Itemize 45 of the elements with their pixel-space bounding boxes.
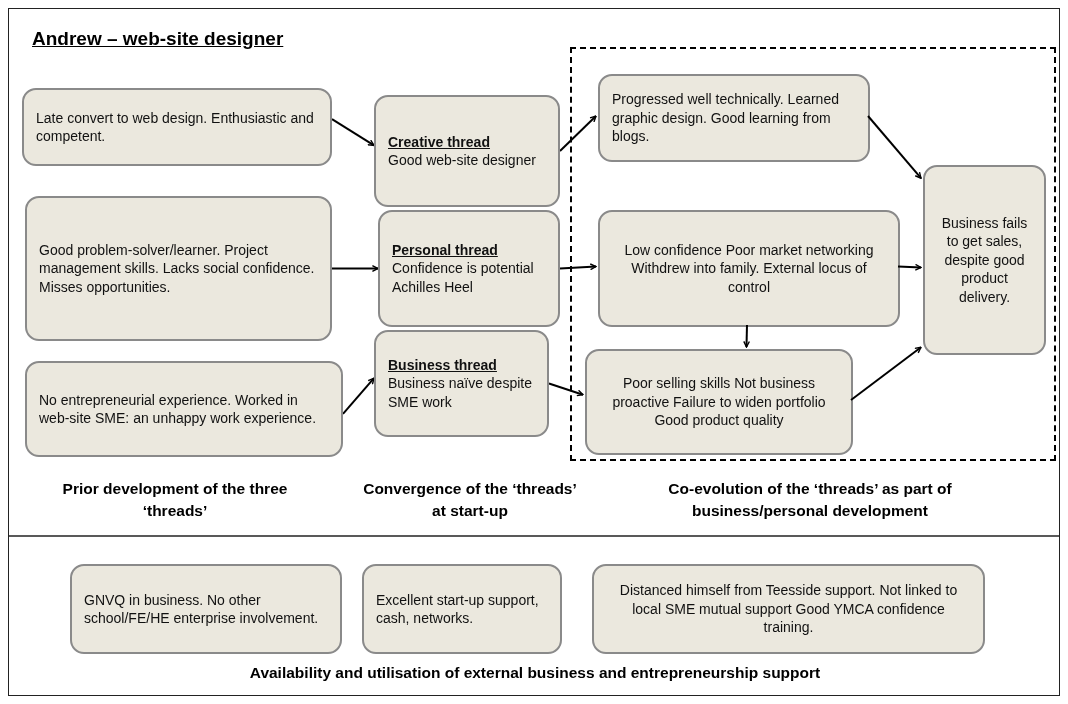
dashed-frame [570,47,1056,461]
box-text: Excellent start-up support, cash, networks. [376,590,540,628]
box-heading: Business thread [388,355,498,375]
arrow [850,346,922,401]
box-heading: Creative thread [388,132,491,151]
rounded-box [22,88,332,166]
rounded-box [25,196,332,341]
arrow [331,265,379,272]
arrow [342,377,375,415]
rounded-box [598,74,870,162]
box-text: GNVQ in business. No other school/FE/HE enterprise involvement. [84,590,320,628]
rounded-box [592,564,985,654]
column-caption: Co-evolution of the ‘threads’ as part of business/personal development [667,479,953,521]
arrow [867,115,922,180]
rounded-box [923,165,1046,355]
box-text: No entrepreneurial experience. Worked in web-site SME: an unhappy work experience. [39,390,318,428]
box-text: Low confidence Poor market networking Withdrew into family. External locus of control [623,240,875,297]
arrow [743,324,751,348]
box-text: Good web-site designer [388,151,537,170]
box-text: Progressed well technically. Learned graphic design. Good learning from blogs. [612,90,840,146]
rounded-box [374,95,560,207]
box-text: Poor selling skills Not business proactive Failure to widen portfolio Good product quality [611,374,827,430]
box-text: Late convert to web design. Enthusiastic and competent. [36,108,315,146]
arrow [548,382,584,397]
rounded-box [25,361,343,457]
diagram-title: Andrew – web-site designer [32,28,284,50]
rounded-box [374,330,549,437]
arrow [559,115,597,152]
column-caption: Prior development of the three ‘threads’ [61,479,289,521]
rounded-box [598,210,900,327]
box-text: Business naïve despite SME work [388,374,533,412]
arrow [897,263,922,271]
box-text: Confidence is potential Achilles Heel [392,259,535,297]
arrow [559,263,597,271]
box-text: Distanced himself from Teesside support. Not linked to local SME mutual support Good YMCA confidence training. [618,581,959,637]
arrow [331,118,375,147]
box-text: Good problem-solver/learner. Project management skills. Lacks social confidence. Misses opportunities. [39,240,316,297]
box-text: Business fails to get sales, despite good product delivery. [940,213,1029,307]
rounded-box [362,564,562,654]
box-heading: Personal thread [392,240,499,260]
section-caption: Availability and utilisation of external business and entrepreneurship support [248,663,822,683]
rounded-box [378,210,560,327]
rounded-box [70,564,342,654]
rounded-box [585,349,853,455]
column-caption: Convergence of the ‘threads’ at start-up [362,479,578,521]
